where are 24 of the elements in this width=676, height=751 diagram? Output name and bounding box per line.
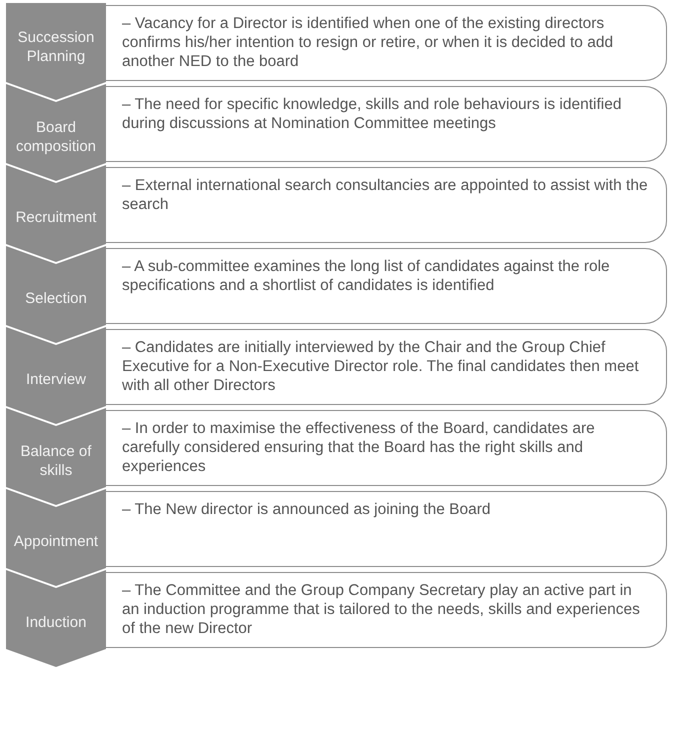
- description-box: [104, 410, 667, 486]
- stage-label: Board composition: [14, 118, 98, 156]
- stage-label: Appointment: [12, 532, 100, 551]
- description-text: – External international search consultancies are appointed to assist with the search: [122, 176, 649, 214]
- description-box: [104, 167, 667, 243]
- description-text: – The need for specific knowledge, skills and role behaviours is identified during discussions at Nomination Committee meetings: [122, 95, 622, 133]
- stage-label: Succession Planning: [16, 28, 96, 66]
- description-box: [104, 86, 667, 162]
- stage-label: Recruitment: [14, 208, 98, 227]
- description-box: [104, 572, 667, 648]
- description-text: – In order to maximise the effectiveness of the Board, candidates are carefully considered ensuring that the Board has the right skills and experiences: [122, 419, 596, 476]
- description-box: [104, 491, 667, 567]
- description-text: – The Committee and the Group Company Secretary play an active part in an induction programme that is tailored to the needs, skills and experiences of the new Director: [122, 581, 641, 638]
- description-box: [104, 5, 667, 81]
- stage-label: Induction: [24, 613, 88, 632]
- description-text: – Candidates are initially interviewed by the Chair and the Group Chief Executive for a Non-Executive Director role. The final candidates then meet with all other Directors: [122, 338, 640, 395]
- stage-label: Interview: [24, 370, 88, 389]
- description-text: – Vacancy for a Director is identified when one of the existing directors confirms his/her intention to resign or retire, or when it is decided to add another NED to the board: [122, 14, 614, 71]
- description-box: [104, 329, 667, 405]
- description-text: – The New director is announced as joining the Board: [122, 500, 492, 519]
- description-box: [104, 248, 667, 324]
- stage-label: Selection: [24, 289, 88, 308]
- stage-label: Balance of skills: [20, 442, 92, 480]
- description-text: – A sub-committee examines the long list of candidates against the role specifications and a shortlist of candidates is identified: [122, 257, 611, 295]
